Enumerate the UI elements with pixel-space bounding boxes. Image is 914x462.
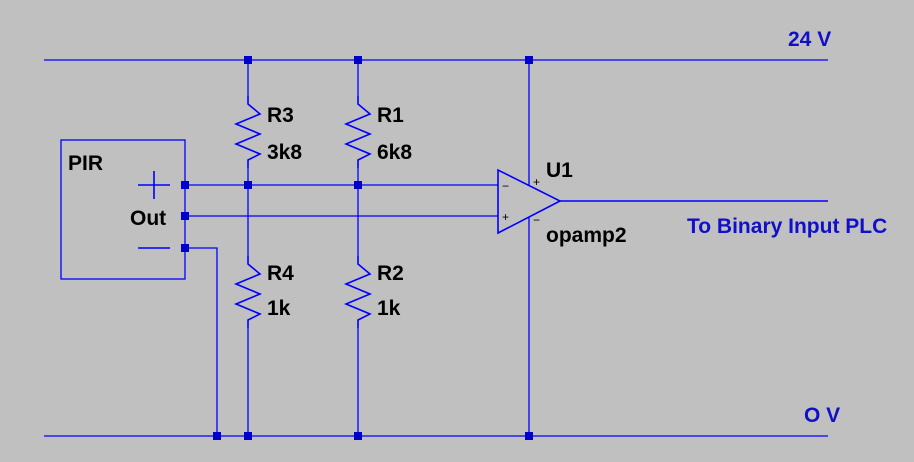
opamp-input-minus-sign: − [502,179,509,193]
opamp-supply-plus-sign: + [533,175,540,189]
r3-value-label: 3k8 [267,141,302,164]
r1-value-label: 6k8 [377,141,412,164]
opamp-input-plus-sign: + [502,210,509,224]
opamp-triangle [497,168,562,235]
opamp-ref-label: U1 [546,159,573,182]
junction-dot [354,181,362,189]
junction-dot [354,432,362,440]
ground-net-label: O V [804,404,840,427]
pir-sensor-box [60,139,186,280]
junction-dot [354,56,362,64]
resistor-r3 [233,96,263,168]
pir-out-label: Out [130,207,166,230]
resistor-r1 [343,96,373,168]
r2-ref-label: R2 [377,262,404,285]
r4-value-label: 1k [267,297,291,320]
junction-dot [525,432,533,440]
junction-dot [244,181,252,189]
junction-dot [181,244,189,252]
pir-plus-symbol [138,171,170,199]
resistor-r2 [343,256,373,328]
junction-dot [213,432,221,440]
supply-net-label: 24 V [788,28,831,51]
pir-minus-wire [185,247,218,436]
r1-ref-label: R1 [377,104,404,127]
opamp-supply-minus-sign: − [533,213,540,227]
r3-ref-label: R3 [267,104,294,127]
opamp-model-label: opamp2 [546,224,627,247]
r4-ref-label: R4 [267,262,294,285]
pir-label: PIR [68,152,103,175]
junction-dot [525,56,533,64]
junctions [181,56,533,440]
r2-value-label: 1k [377,297,401,320]
junction-dot [244,56,252,64]
junction-dot [181,181,189,189]
resistor-r4 [233,256,263,328]
junction-dot [181,212,189,220]
output-net-label: To Binary Input PLC [687,215,887,238]
junction-dot [244,432,252,440]
